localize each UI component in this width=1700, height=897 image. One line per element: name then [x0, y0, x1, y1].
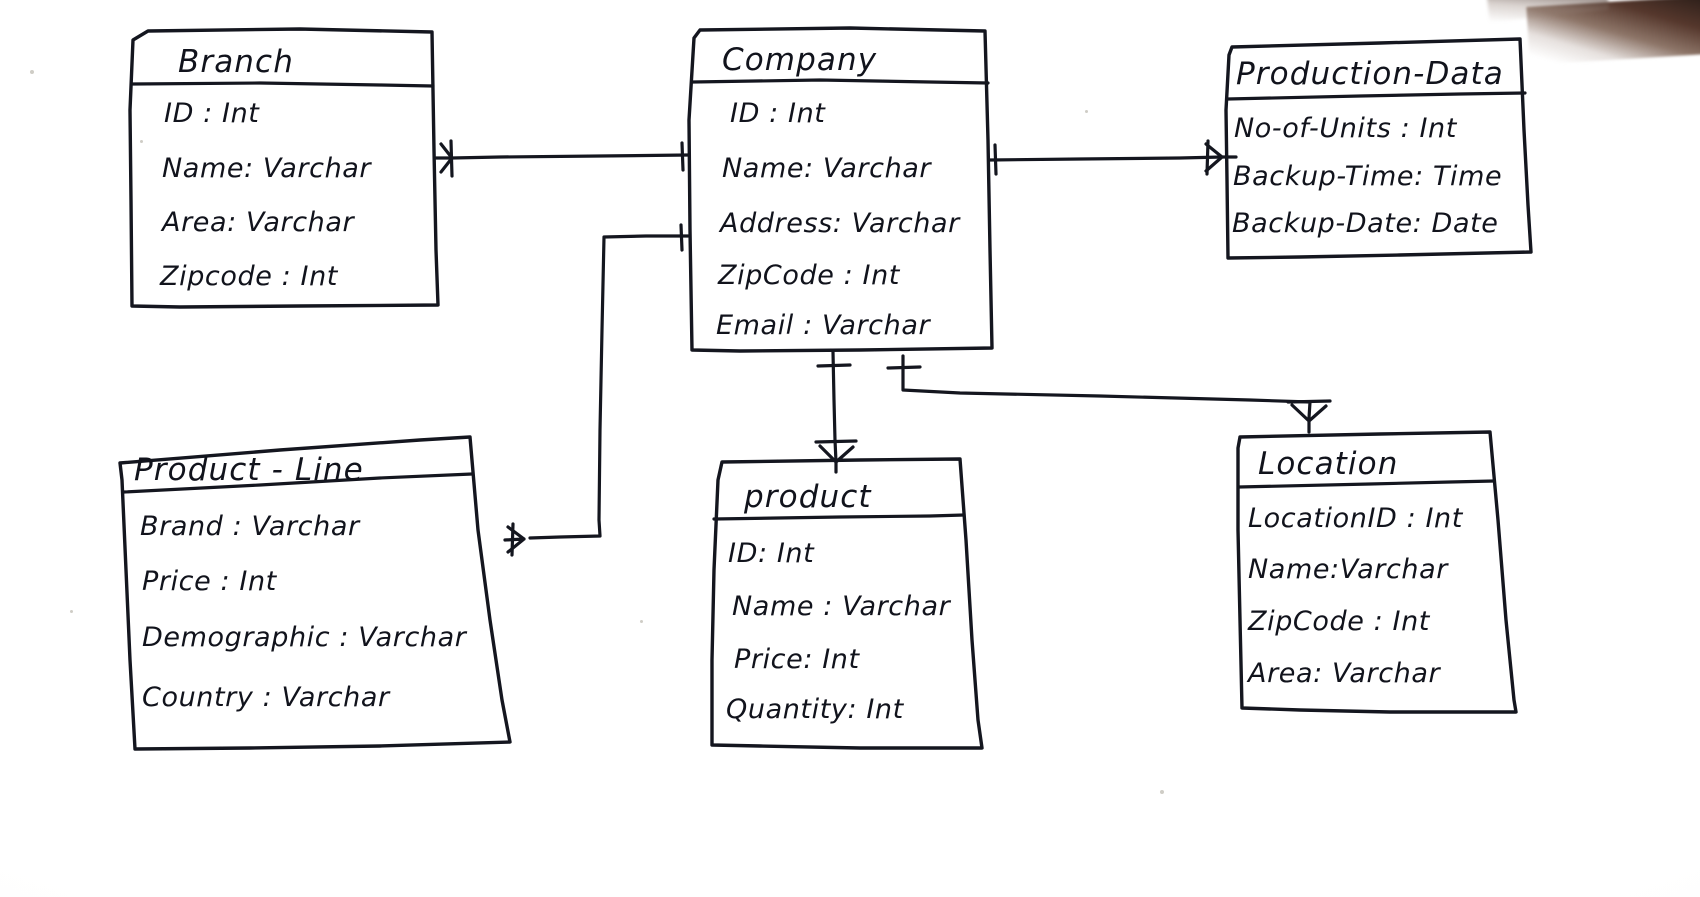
entity-product-line-title: Product - Line — [134, 452, 364, 488]
relationship-company-product-line — [503, 223, 690, 557]
entity-product-line-attr-2: Demographic : Varchar — [142, 622, 468, 653]
entity-branch-attr-2: Area: Varchar — [160, 207, 355, 238]
entity-company-title: Company — [722, 42, 877, 78]
entity-product-attr-0: ID: Int — [728, 538, 815, 569]
entity-product-line-attr-1: Price : Int — [142, 566, 278, 597]
entity-product-attr-3: Quantity: Int — [726, 694, 905, 725]
entity-product[interactable]: product ID: Int Name : Varchar Price: In… — [710, 457, 984, 750]
entity-product-attr-2: Price: Int — [734, 644, 860, 675]
entity-location-attr-2: ZipCode : Int — [1247, 606, 1431, 637]
entity-product-line-attr-3: Country : Varchar — [142, 682, 391, 713]
entity-company-attr-3: ZipCode : Int — [717, 260, 901, 291]
relationship-company-branch — [434, 139, 690, 178]
entity-product-line[interactable]: Product - Line Brand : Varchar Price : I… — [118, 435, 512, 751]
entity-location-attr-0: LocationID : Int — [1248, 503, 1464, 534]
entity-production-data-title: Production-Data — [1236, 56, 1504, 92]
entity-company-attr-0: ID : Int — [730, 98, 826, 129]
entity-branch[interactable]: Branch ID : Int Name: Varchar Area: Varc… — [128, 27, 440, 309]
relationship-company-production-data — [988, 139, 1238, 176]
entity-branch-attr-1: Name: Varchar — [162, 153, 372, 184]
entity-production-data[interactable]: Production-Data No-of-Units : Int Backup… — [1224, 37, 1533, 260]
entity-product-line-attr-0: Brand : Varchar — [140, 511, 361, 542]
entity-location-attr-3: Area: Varchar — [1246, 658, 1441, 689]
entity-company-attr-4: Email : Varchar — [716, 310, 931, 341]
entity-product-attr-1: Name : Varchar — [732, 591, 952, 622]
relationship-company-location — [886, 354, 1332, 434]
entity-branch-title: Branch — [178, 44, 294, 80]
entity-branch-attr-3: Zipcode : Int — [159, 261, 339, 292]
entity-branch-attr-0: ID : Int — [164, 98, 260, 129]
entity-company-attr-1: Name: Varchar — [722, 153, 932, 184]
entity-product-title: product — [743, 479, 872, 515]
entity-location-title: Location — [1258, 446, 1398, 482]
entity-production-data-attr-1: Backup-Time: Time — [1233, 161, 1502, 192]
relationship-company-product — [814, 350, 858, 474]
entity-production-data-attr-2: Backup-Date: Date — [1232, 208, 1499, 239]
entity-production-data-attr-0: No-of-Units : Int — [1234, 113, 1458, 144]
entity-company-attr-2: Address: Varchar — [718, 208, 961, 239]
entity-location-attr-1: Name:Varchar — [1248, 554, 1449, 585]
entity-company[interactable]: Company ID : Int Name: Varchar Address: … — [687, 26, 994, 353]
entity-location[interactable]: Location LocationID : Int Name:Varchar Z… — [1236, 430, 1518, 714]
